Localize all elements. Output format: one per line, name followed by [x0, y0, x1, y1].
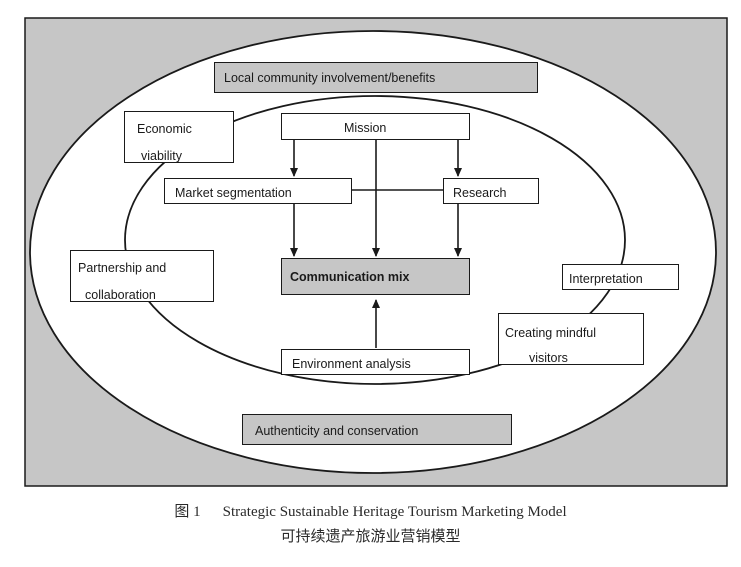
figure-title: Strategic Sustainable Heritage Tourism M… — [222, 504, 567, 520]
creating-mindful-label: Creating mindful — [505, 326, 597, 340]
collaboration-label: collaboration — [85, 288, 156, 302]
viability-label: viability — [141, 149, 182, 163]
authenticity-label: Authenticity and conservation — [255, 424, 419, 438]
partnership-label: Partnership and — [78, 261, 167, 275]
mission-box: Mission — [281, 113, 470, 140]
creating-mindful-box: Creating mindful visitors — [498, 313, 644, 365]
interpretation-box: Interpretation — [562, 264, 679, 290]
market-segmentation-label: Market segmentation — [175, 186, 292, 200]
local-community-label: Local community involvement/benefits — [224, 71, 436, 85]
communication-mix-label: Communication mix — [290, 270, 410, 284]
figure-number: 图 1 — [174, 504, 201, 520]
economic-label: Economic — [137, 122, 192, 136]
communication-mix-box: Communication mix — [281, 258, 470, 295]
visitors-label: visitors — [529, 351, 568, 365]
research-label: Research — [453, 186, 507, 200]
market-segmentation-box: Market segmentation — [164, 178, 352, 204]
economic-viability-box: Economic viability — [124, 111, 234, 163]
research-box: Research — [443, 178, 539, 204]
environment-analysis-label: Environment analysis — [292, 357, 411, 371]
environment-analysis-box: Environment analysis — [281, 349, 470, 375]
interpretation-label: Interpretation — [569, 272, 643, 286]
inner-ellipse — [124, 95, 626, 385]
mission-label: Mission — [344, 121, 387, 135]
local-community-box: Local community involvement/benefits — [214, 62, 538, 93]
authenticity-box: Authenticity and conservation — [242, 414, 512, 445]
figure-caption-english: 图 1 Strategic Sustainable Heritage Touris… — [0, 500, 741, 521]
partnership-box: Partnership and collaboration — [70, 250, 214, 302]
figure-caption-chinese: 可持续遗产旅游业营销模型 — [280, 527, 461, 545]
